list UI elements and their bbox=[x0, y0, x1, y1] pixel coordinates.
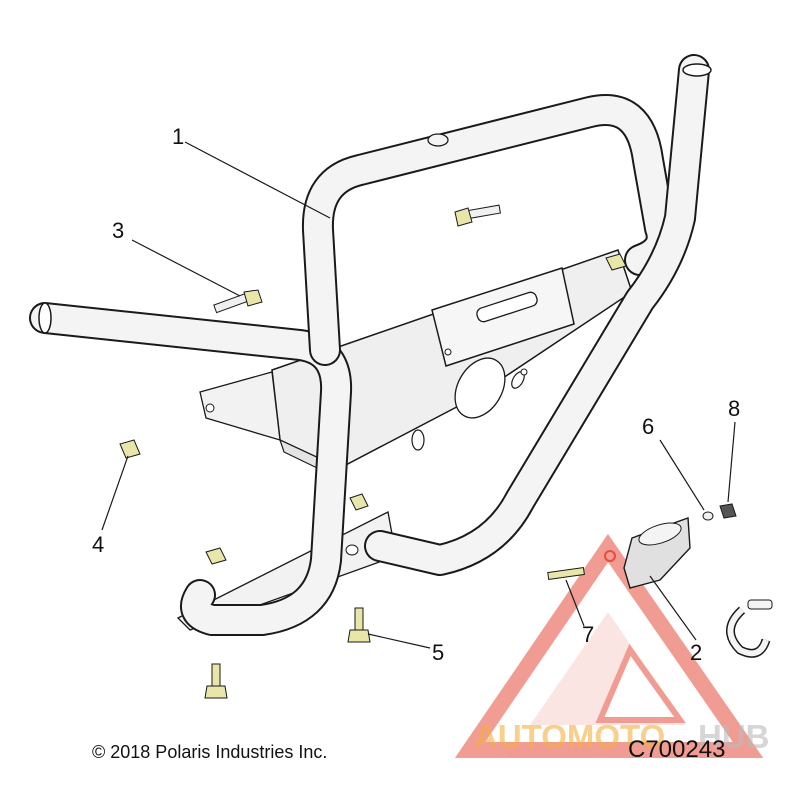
d-ring-shackle bbox=[726, 599, 773, 658]
nut-8 bbox=[719, 503, 737, 519]
shackle-mount-2 bbox=[623, 517, 691, 589]
bolt-5b bbox=[204, 663, 228, 699]
bolt-top bbox=[454, 204, 502, 227]
leader-lines bbox=[101, 141, 736, 649]
mounting-plate bbox=[271, 249, 633, 482]
callout-8: 8 bbox=[728, 396, 741, 421]
nut-lower-a bbox=[349, 493, 369, 511]
copyright-text: © 2018 Polaris Industries Inc. bbox=[92, 742, 328, 762]
nut-lower-b bbox=[205, 547, 227, 565]
nut-top-right bbox=[605, 253, 627, 271]
callout-1: 1 bbox=[172, 124, 185, 149]
pin-7 bbox=[547, 566, 585, 581]
bolt-5a bbox=[347, 607, 371, 643]
bolt-3 bbox=[213, 289, 263, 314]
callout-7: 7 bbox=[582, 622, 595, 647]
callout-6: 6 bbox=[642, 414, 655, 439]
bumper-tube bbox=[29, 54, 712, 636]
watermark-logo bbox=[454, 533, 764, 758]
part-code: C700243 bbox=[628, 736, 726, 763]
watermark-text-b: HUB bbox=[698, 718, 770, 755]
callout-2: 2 bbox=[690, 640, 703, 665]
washer-6 bbox=[702, 511, 714, 521]
nut-4 bbox=[119, 439, 141, 459]
callout-4: 4 bbox=[92, 532, 105, 557]
washer-red bbox=[604, 550, 616, 562]
callout-5: 5 bbox=[432, 640, 445, 665]
watermark-text: AUTOMOTO HUB bbox=[474, 718, 770, 755]
watermark-text-a: AUTOMOTO bbox=[474, 718, 665, 755]
callout-3: 3 bbox=[112, 218, 125, 243]
rear-hook bbox=[427, 133, 449, 147]
